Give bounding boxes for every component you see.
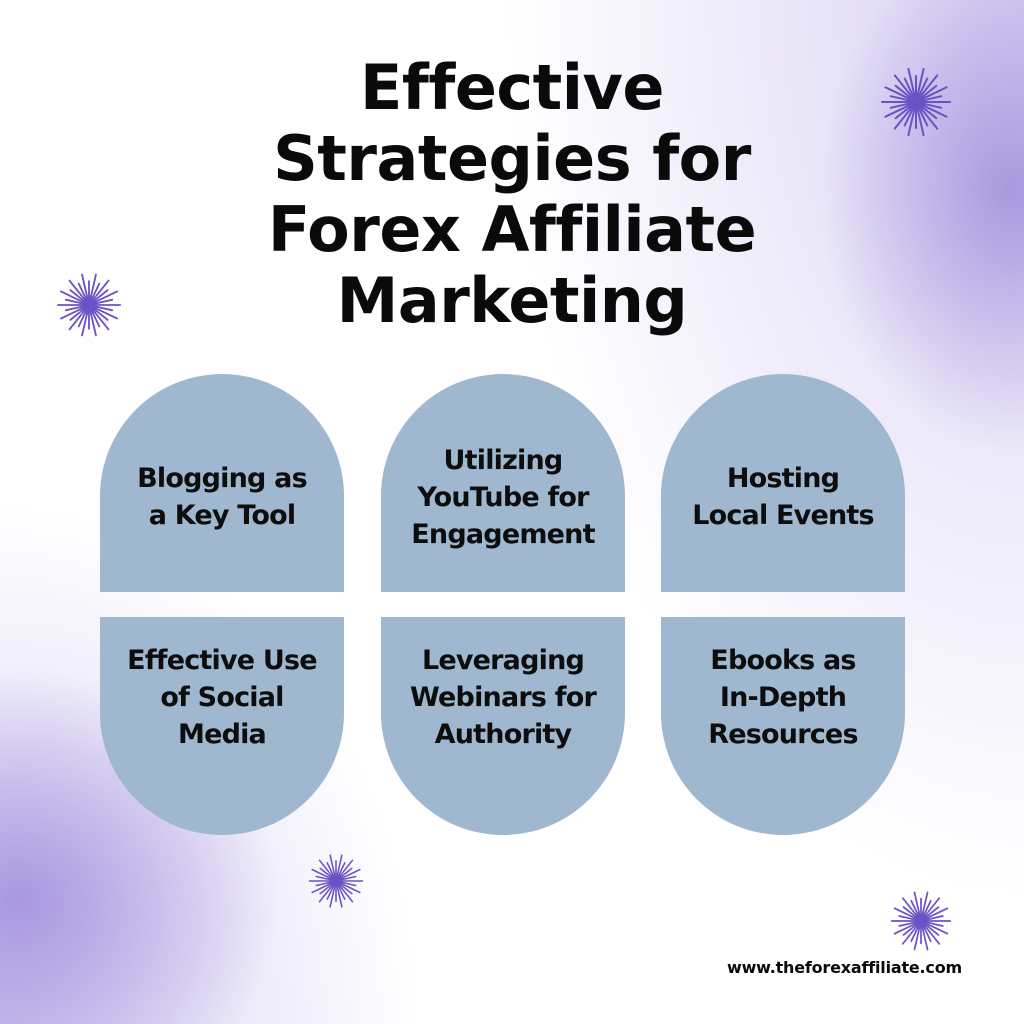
starburst-icon: [881, 67, 951, 137]
strategy-card-blogging: Blogging as a Key Tool: [100, 374, 344, 592]
page-title: Effective Strategies for Forex Affiliate…: [267, 51, 757, 337]
website-url[interactable]: www.theforexaffiliate.com: [726, 958, 962, 977]
strategy-card-social-media: Effective Use of Social Media: [100, 617, 344, 835]
strategy-card-label: Hosting Local Events: [692, 463, 874, 531]
strategy-card-label: Effective Use of Social Media: [127, 644, 317, 750]
strategy-card-local-events: Hosting Local Events: [661, 374, 905, 592]
strategy-card-webinars: Leveraging Webinars for Authority: [381, 617, 625, 835]
starburst-icon: [890, 891, 952, 951]
strategy-card-label: Utilizing YouTube for Engagement: [411, 444, 595, 550]
starburst-icon: [56, 273, 122, 337]
strategy-card-label: Leveraging Webinars for Authority: [410, 644, 597, 750]
strategy-card-label: Blogging as a Key Tool: [137, 463, 308, 531]
strategy-card-ebooks: Ebooks as In-Depth Resources: [661, 617, 905, 835]
starburst-icon: [308, 854, 364, 908]
strategy-card-label: Ebooks as In-Depth Resources: [708, 644, 858, 750]
strategy-card-youtube: Utilizing YouTube for Engagement: [381, 374, 625, 592]
